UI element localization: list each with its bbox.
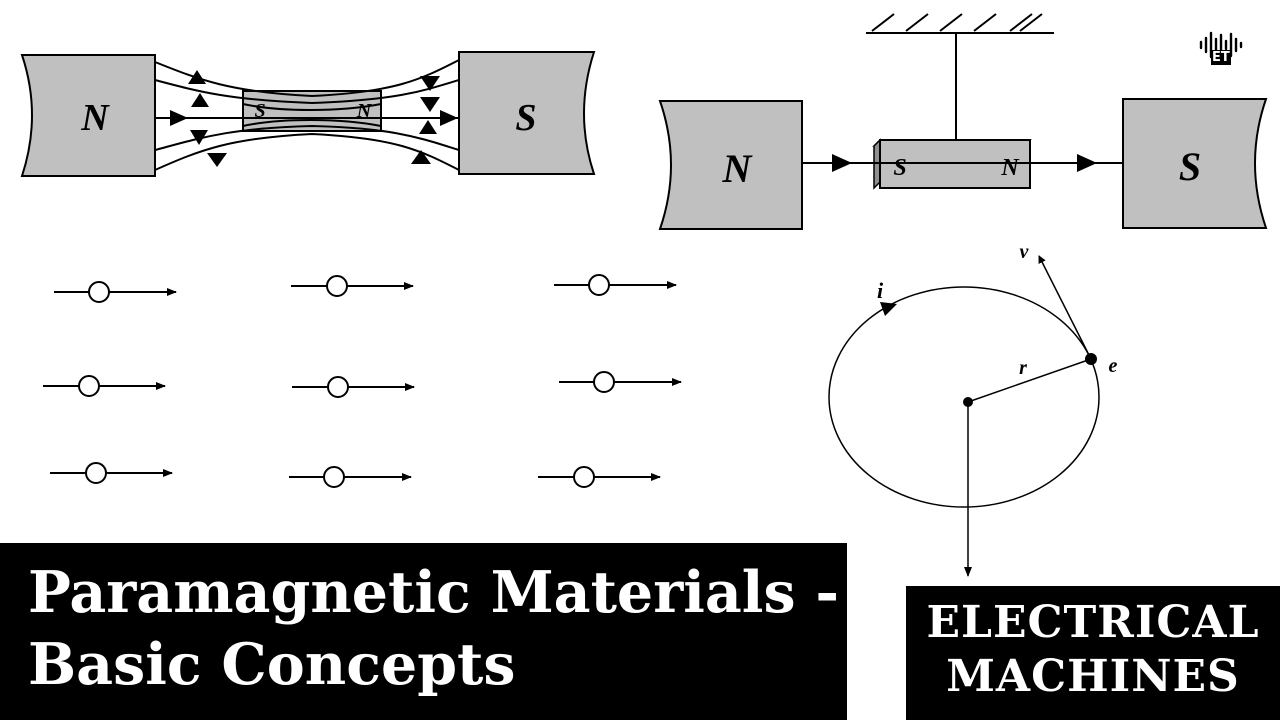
field-arrowhead-left [832,154,852,172]
ceiling-hatch [871,13,1043,32]
orbit-ellipse [828,286,1100,508]
dipole-arrow [538,466,661,488]
aligned-dipoles [43,274,682,488]
dipole-arrow [554,274,677,296]
velocity-label: v [1020,241,1030,263]
dipole-arrow [291,275,414,297]
south-pole-label-2: S [1179,144,1201,189]
logo-text: ET [1211,50,1231,65]
subject-badge: ELECTRICAL MACHINES [906,586,1280,720]
dipole-arrow [559,371,682,393]
sample-s-label: S [254,100,265,122]
title-banner: Paramagnetic Materials - Basic Concepts [0,543,847,720]
radius-line [967,358,1092,403]
current-label: i [877,278,884,303]
dipole-arrow [289,466,412,488]
badge-line-2: MACHINES [946,651,1240,702]
north-pole-label: N [80,97,110,139]
north-pole-block [20,54,156,177]
dipole-arrow [43,375,166,397]
current-arrowhead [880,302,897,316]
field-arrowhead-right [1077,154,1097,172]
title-line-1: Paramagnetic Materials - [28,559,840,626]
south-pole-block-2 [1122,98,1268,229]
title-line-2: Basic Concepts [28,631,516,698]
magnet-s-label: S [893,155,906,181]
electron-orbit-diagram: i v r e [828,241,1118,577]
velocity-vector [1038,255,1092,360]
electron-label: e [1109,355,1118,377]
dipole-arrow [292,376,415,398]
field-diagram-sample: N S S N [20,51,596,177]
dipole-arrow [50,462,173,484]
radius-label: r [1019,357,1027,379]
south-pole-block [458,51,596,175]
north-pole-block-2 [658,100,803,230]
dipole-arrow [54,281,177,303]
badge-line-1: ELECTRICAL [926,597,1260,648]
south-pole-label: S [515,97,536,139]
north-pole-label-2: N [722,146,754,191]
field-arrowheads [170,70,458,167]
field-diagram-suspended-magnet: N S S N [658,13,1268,230]
magnet-n-label: N [1000,155,1020,181]
sample-bar [242,90,382,132]
